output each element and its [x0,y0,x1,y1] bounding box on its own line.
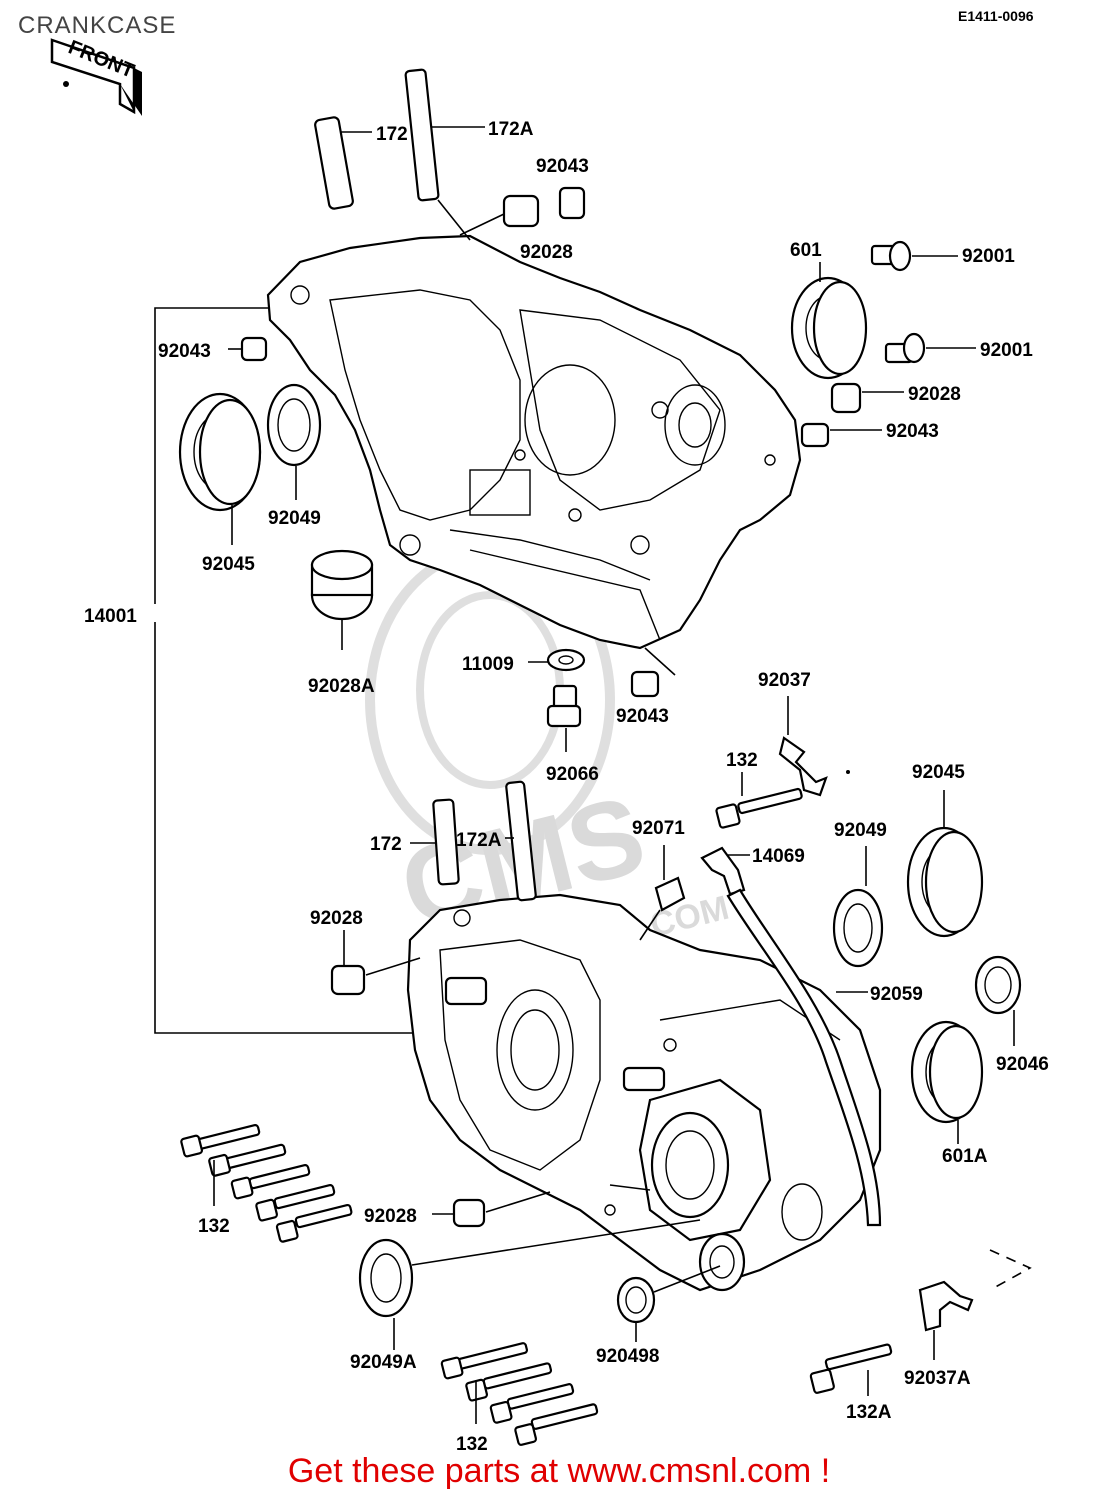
bolt-set-132-bottom [440,1342,599,1446]
callout-92043-bottom: 92043 [616,706,669,727]
callout-92043-right: 92043 [886,421,939,442]
bolt-set-132-left [180,1124,353,1243]
callout-172a-upper: 172A [488,119,534,140]
dowel-92043-bottom [630,647,676,698]
dowel-92043-right [800,422,882,448]
callout-601: 601 [790,240,822,261]
callout-92028a: 92028A [308,676,375,697]
dowel-92043-left [228,336,268,362]
front-arrow-icon: FRONT [50,36,142,116]
oil-seal-92049-upper [266,383,322,500]
oil-seal-92049a [358,1219,701,1350]
fitting-92071 [639,845,686,941]
callout-labels: 172 172A 92043 92028 601 92001 92001 920… [84,119,1049,1455]
upper-crankcase [266,234,802,650]
bracket-14001 [154,307,420,1034]
bearing-601a [910,1020,984,1144]
needle-bearing-92046 [974,955,1022,1046]
plug-92028-lower-mid [432,1191,551,1228]
callout-92028-lower-mid: 92028 [364,1206,417,1227]
clamp-92037 [778,696,850,797]
callout-14069: 14069 [752,846,805,867]
callout-132-bottom: 132 [456,1434,488,1455]
bolt-92001-b [884,332,976,364]
callout-92049-lower: 92049 [834,820,887,841]
clamp-92037a [918,1249,1032,1360]
stud-172-lower [410,798,460,886]
callout-14001: 14001 [84,606,137,627]
bolt-132-mid [715,772,803,829]
bearing-601 [790,262,868,380]
stud-172a-upper [404,68,485,241]
callout-92045-upper: 92045 [202,554,255,575]
dowel-92043-top [558,186,586,220]
callout-92043-top: 92043 [536,156,589,177]
stud-172-upper [314,116,372,210]
callout-92049a: 92049A [350,1352,417,1373]
plug-92028-top [459,194,540,236]
callout-92037a: 92037A [904,1368,971,1389]
callout-92037: 92037 [758,670,811,691]
bushing-92028a [310,549,374,650]
bolt-92001-a [870,240,958,272]
bearing-92045-lower [906,790,984,938]
hose-92059 [726,888,882,1227]
lower-crankcase [406,893,882,1292]
callout-132-left: 132 [198,1216,230,1237]
callout-172-upper: 172 [376,124,408,145]
callout-92049-upper: 92049 [268,508,321,529]
callout-92046: 92046 [996,1054,1049,1075]
plug-92028-lower-left [330,930,421,996]
callout-92028-top: 92028 [520,242,573,263]
callout-172-lower: 172 [370,834,402,855]
callout-601a: 601A [942,1146,988,1167]
bearing-92045-upper [178,392,262,545]
footer-parts-link[interactable]: Get these parts at www.cmsnl.com ! [287,1452,831,1490]
oil-seal-920498 [616,1265,721,1342]
page-title: CRANKCASE [18,12,177,39]
plug-92028-right [830,382,904,414]
callout-92028-lower-left: 92028 [310,908,363,929]
callout-92043-left: 92043 [158,341,211,362]
oil-seal-92049-lower [832,846,884,968]
drain-plug-92066 [546,684,582,752]
drawing-code: E1411-0096 [958,8,1034,24]
callout-92066: 92066 [546,764,599,785]
bolt-132a [809,1343,893,1396]
stud-172a-lower [505,780,537,902]
callout-920498: 920498 [596,1346,659,1367]
callout-92059: 92059 [870,984,923,1005]
washer-11009 [528,648,586,672]
callout-132-mid: 132 [726,750,758,771]
callout-132a: 132A [846,1402,892,1423]
callout-92001-a: 92001 [962,246,1015,267]
callout-92001-b: 92001 [980,340,1033,361]
callout-92028-right: 92028 [908,384,961,405]
elbow-14069 [700,846,750,896]
callout-92045-lower: 92045 [912,762,965,783]
callout-92071: 92071 [632,818,685,839]
callout-11009: 11009 [462,654,514,675]
callout-172a-lower: 172A [456,830,502,851]
